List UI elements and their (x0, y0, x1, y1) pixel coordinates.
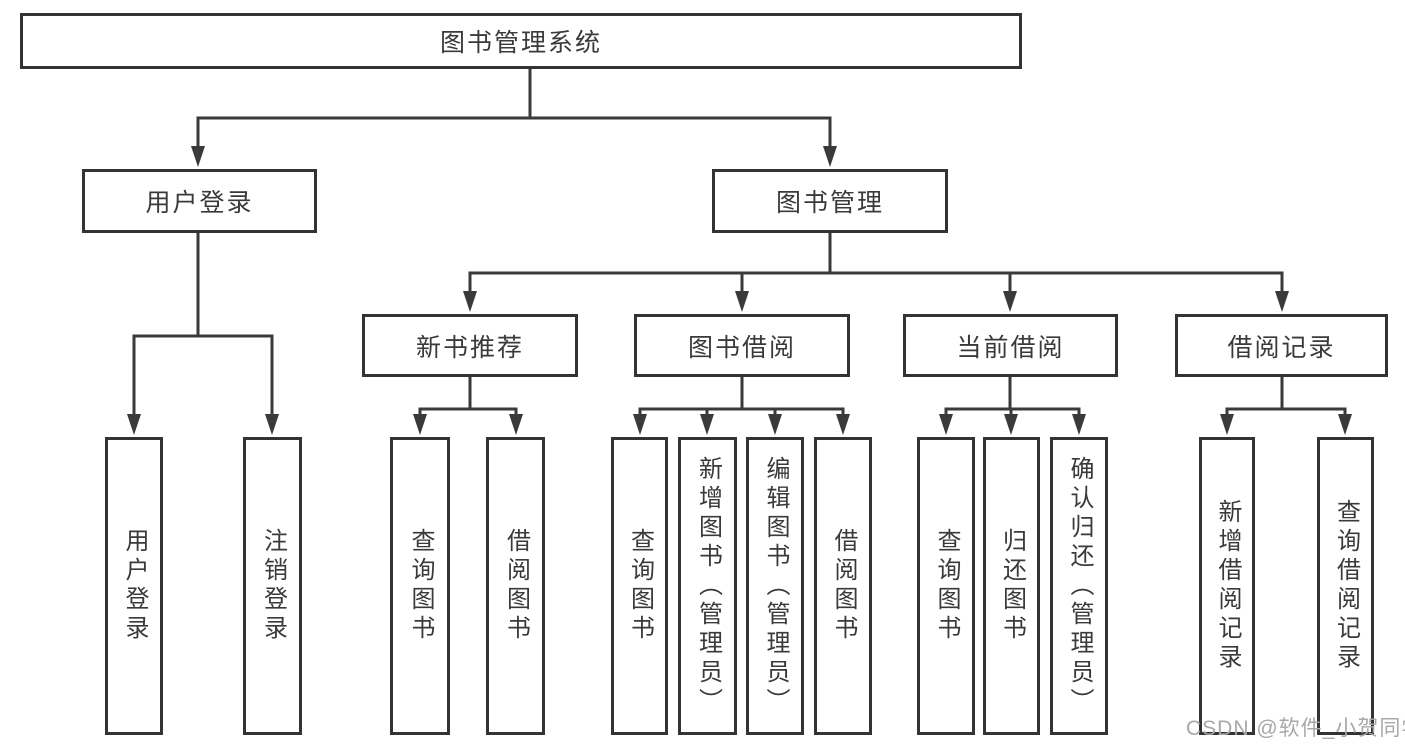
node-br-add-record: 新增借阅记录 (1199, 437, 1255, 735)
node-bb-edit-book-admin: 编辑图书（管理员） (746, 437, 804, 735)
watermark: CSDN @软件_小贺同学 (1186, 717, 1405, 740)
node-label: 归还图书 (998, 528, 1026, 644)
node-logout: 注销登录 (243, 437, 302, 735)
node-label: 注销登录 (259, 528, 287, 644)
node-user-login-leaf: 用户登录 (105, 437, 163, 735)
node-bb-query-book: 查询图书 (611, 437, 668, 735)
node-nbr-borrow-book: 借阅图书 (486, 437, 545, 735)
node-borrow-record: 借阅记录 (1175, 314, 1388, 377)
node-label: 查询借阅记录 (1332, 499, 1360, 673)
node-label: 借阅图书 (502, 528, 530, 644)
node-cb-return-book: 归还图书 (983, 437, 1040, 735)
node-label: 查询图书 (933, 528, 960, 644)
node-bb-add-book-admin: 新增图书（管理员） (678, 437, 737, 735)
node-br-query-record: 查询借阅记录 (1317, 437, 1374, 735)
node-new-book-recommend: 新书推荐 (362, 314, 578, 377)
node-nbr-query-book: 查询图书 (390, 437, 450, 735)
node-label: 确认归还（管理员） (1066, 455, 1093, 717)
node-label: 新增借阅记录 (1214, 499, 1241, 673)
node-book-management: 图书管理 (712, 169, 948, 233)
node-cb-confirm-return-admin: 确认归还（管理员） (1050, 437, 1108, 735)
node-book-borrow: 图书借阅 (634, 314, 850, 377)
node-label: 编辑图书（管理员） (762, 455, 789, 717)
node-cb-query-book: 查询图书 (917, 437, 975, 735)
node-label: 查询图书 (407, 528, 434, 644)
node-current-borrow: 当前借阅 (903, 314, 1118, 377)
node-label: 查询图书 (626, 528, 654, 644)
node-root: 图书管理系统 (20, 13, 1022, 69)
node-label: 用户登录 (121, 528, 148, 644)
node-label: 借阅图书 (830, 528, 857, 644)
node-user-login: 用户登录 (82, 169, 317, 233)
node-bb-borrow-book: 借阅图书 (814, 437, 872, 735)
node-label: 新增图书（管理员） (694, 455, 722, 717)
